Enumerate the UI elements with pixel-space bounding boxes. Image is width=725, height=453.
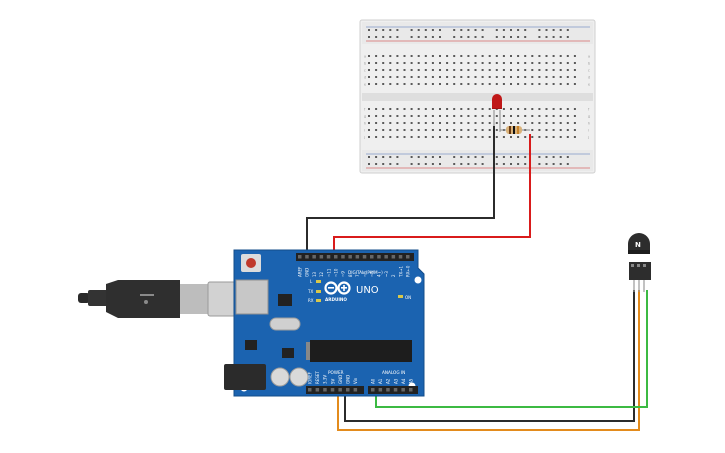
pin-label: 12 <box>319 271 324 277</box>
pin-label: IOREF <box>308 371 313 384</box>
wire-green-a0-sensor[interactable] <box>375 290 648 408</box>
pin-label: A5 <box>409 378 414 384</box>
sensor-label: N <box>635 241 641 249</box>
pin-label: 8 <box>348 274 353 277</box>
pin-label: 7 <box>355 274 360 277</box>
pin-label: ~5 <box>370 271 375 277</box>
pin-label: ~11 <box>326 268 331 277</box>
row-letter: i <box>364 129 365 133</box>
pin-label: Vin <box>353 377 358 384</box>
row-letter: a <box>588 55 590 59</box>
row-letter: h <box>588 122 590 126</box>
row-letter: j <box>363 136 365 140</box>
tx-label: TX <box>307 289 313 294</box>
row-letter: b <box>588 62 590 66</box>
row-letter: d <box>588 76 590 80</box>
pin-label: A3 <box>393 378 398 384</box>
row-letter: g <box>364 115 366 119</box>
row-letter: f <box>588 108 590 112</box>
resistor[interactable] <box>500 126 530 134</box>
pin-label: ~9 <box>341 271 346 277</box>
pin-label: 4 <box>377 274 382 277</box>
temperature-sensor[interactable] <box>628 233 651 292</box>
rx-label: RX <box>308 298 314 303</box>
row-letter: j <box>587 136 589 140</box>
pin-label: AREF <box>298 266 303 277</box>
row-letter: d <box>364 76 366 80</box>
pin-label: RESET <box>315 371 320 384</box>
board-brand: ARDUINO <box>325 297 347 302</box>
reset-button[interactable] <box>241 254 261 272</box>
wire-orange-5v-sensor[interactable] <box>337 290 640 431</box>
wire-red-resistor[interactable] <box>333 134 531 253</box>
row-letter: h <box>364 122 366 126</box>
analog-label: ANALOG IN <box>382 370 405 375</box>
power-label: POWER <box>328 370 344 375</box>
on-label: ON <box>405 295 411 300</box>
wire-black-led[interactable] <box>306 126 495 253</box>
row-letter: c <box>588 69 590 73</box>
pin-label: ~10 <box>334 268 339 277</box>
row-letter: g <box>588 115 590 119</box>
arduino-logo-icon <box>324 281 351 295</box>
pin-label: TX→1 <box>398 265 403 278</box>
pin-label: A4 <box>401 378 406 384</box>
pin-label: 5V <box>330 378 335 384</box>
pin-label: 2 <box>391 274 396 277</box>
pin-label: A1 <box>378 378 383 384</box>
pin-label: ~3 <box>384 271 389 277</box>
row-letter: e <box>588 83 590 87</box>
row-letter: b <box>364 62 366 66</box>
board-model: UNO <box>356 285 379 296</box>
row-letter: f <box>364 108 366 112</box>
row-letter: c <box>364 69 366 73</box>
l-label: L <box>310 279 313 284</box>
pin-label: 3.3V <box>323 375 328 384</box>
pin-label: A0 <box>371 378 376 384</box>
pin-label: GND <box>338 375 343 384</box>
pin-label: GND <box>346 375 351 384</box>
pin-label: 13 <box>312 271 317 277</box>
row-letter: i <box>588 129 589 133</box>
pin-label: RX←0 <box>406 265 411 277</box>
arduino-uno-board[interactable] <box>224 249 425 397</box>
pin-label: GND <box>305 268 310 277</box>
digital-label: DIGITAL (PWM~) <box>348 270 383 275</box>
red-led[interactable] <box>492 94 502 132</box>
wire-black-gnd-sensor[interactable] <box>344 290 635 422</box>
pin-label: ~6 <box>362 271 367 277</box>
row-letter: e <box>364 83 366 87</box>
pin-label: A2 <box>386 378 391 384</box>
usb-cable[interactable] <box>78 280 265 318</box>
row-letter: a <box>364 55 366 59</box>
